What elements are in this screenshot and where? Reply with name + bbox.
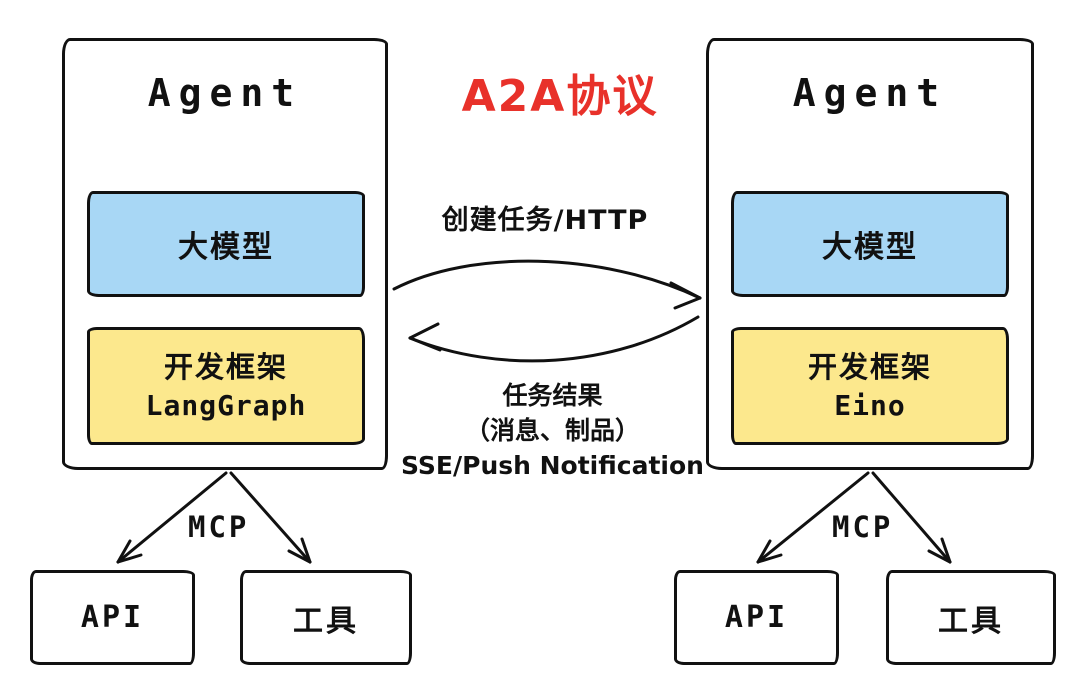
model-box: 大模型 (731, 191, 1009, 297)
framework-box: 开发框架 LangGraph (87, 327, 365, 445)
agent-box-left: Agent 大模型 开发框架 LangGraph (62, 38, 388, 470)
mcp-label-left: MCP (188, 510, 250, 544)
tool-box-label: 工具 (938, 603, 1004, 639)
tool-box-label: 工具 (293, 603, 359, 639)
model-box: 大模型 (87, 191, 365, 297)
tool-box-right: 工具 (886, 570, 1056, 665)
response-arrow-label-line2: （消息、制品） (464, 416, 640, 445)
framework-name: Eino (834, 388, 906, 422)
api-box-left: API (30, 570, 195, 665)
response-arrow-label-line1: 任务结果 (502, 381, 603, 410)
api-box-label: API (724, 600, 789, 635)
model-label: 大模型 (822, 230, 918, 265)
response-arrow-label-line3: SSE/Push Notification (401, 451, 704, 480)
agent-box-right: Agent 大模型 开发框架 Eino (706, 38, 1034, 470)
diagram-title: A2A协议 (461, 71, 659, 122)
request-arrow-label: 创建任务/HTTP (441, 205, 649, 236)
a2a-request-arrow (392, 259, 702, 310)
model-label: 大模型 (178, 230, 274, 265)
a2a-response-arrow (408, 315, 700, 363)
framework-name: LangGraph (145, 388, 307, 422)
api-box-right: API (674, 570, 839, 665)
framework-box: 开发框架 Eino (731, 327, 1009, 445)
framework-label: 开发框架 (807, 349, 932, 384)
api-box-label: API (80, 600, 145, 635)
framework-label: 开发框架 (163, 349, 288, 384)
response-arrow-label: 任务结果 （消息、制品） SSE/Push Notification (380, 378, 725, 483)
agent-title: Agent (147, 71, 303, 115)
mcp-label-right: MCP (832, 510, 894, 544)
agent-title: Agent (792, 71, 948, 115)
tool-box-left: 工具 (240, 570, 412, 665)
